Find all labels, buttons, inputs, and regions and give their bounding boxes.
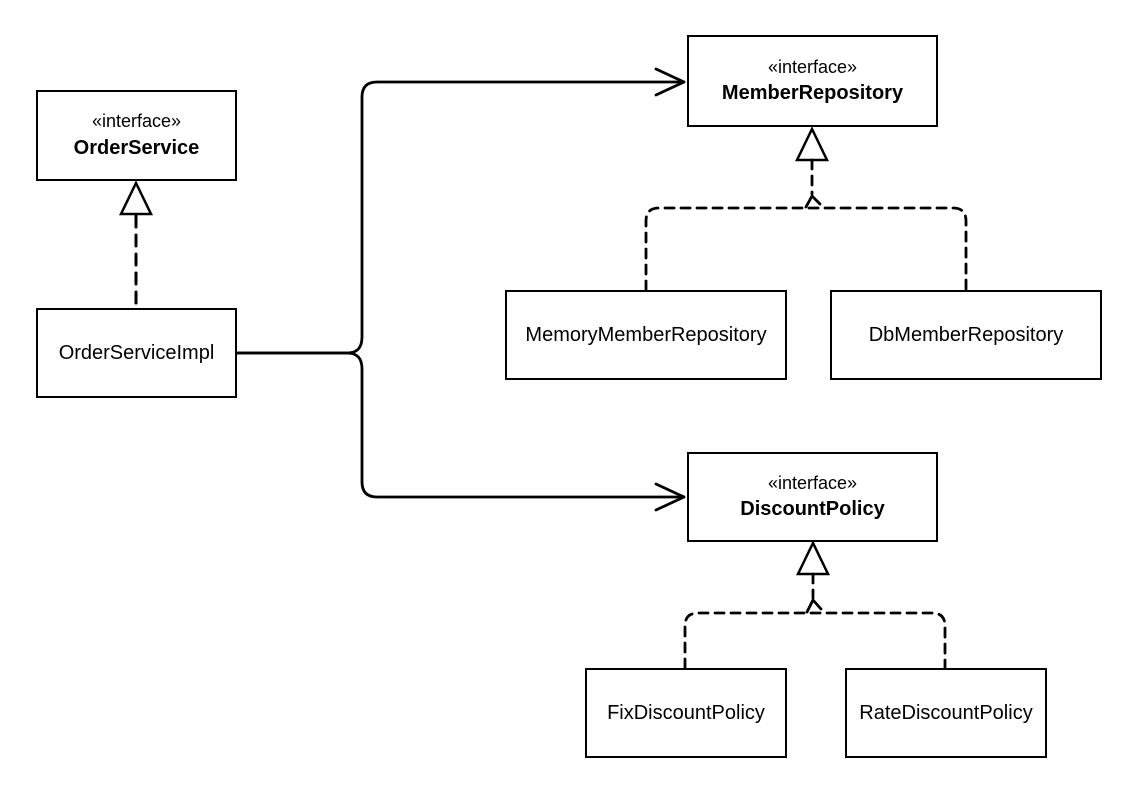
realization-tree-memberrepository xyxy=(644,126,968,292)
open-arrowhead-icon xyxy=(654,67,686,97)
class-name-label: DiscountPolicy xyxy=(740,498,885,521)
junction-curl-icon xyxy=(805,598,823,614)
dependency-edge-orderserviceimpl-discountpolicy xyxy=(235,351,686,512)
realization-edge-orderserviceimpl-orderservice xyxy=(119,180,153,310)
realization-tree-discountpolicy xyxy=(683,540,947,670)
open-arrowhead-icon xyxy=(654,482,686,512)
class-box-rate-discount-policy: RateDiscountPolicy xyxy=(845,668,1047,758)
stereotype-label: «interface» xyxy=(91,111,182,132)
class-name-label: OrderService xyxy=(73,136,200,159)
class-box-discount-policy: «interface» DiscountPolicy xyxy=(687,452,938,542)
class-box-db-member-repository: DbMemberRepository xyxy=(830,290,1102,380)
class-name-label: FixDiscountPolicy xyxy=(607,702,765,724)
class-box-order-service: «interface» OrderService xyxy=(36,90,237,181)
junction-curl-icon xyxy=(804,194,822,209)
class-box-member-repository: «interface» MemberRepository xyxy=(687,35,938,127)
class-name-label: OrderServiceImpl xyxy=(58,342,215,364)
class-box-order-service-impl: OrderServiceImpl xyxy=(36,308,237,398)
class-name-label: MemberRepository xyxy=(721,82,904,105)
class-box-memory-member-repository: MemoryMemberRepository xyxy=(505,290,787,380)
class-name-label: MemoryMemberRepository xyxy=(525,324,767,346)
stereotype-label: «interface» xyxy=(767,472,858,493)
class-box-fix-discount-policy: FixDiscountPolicy xyxy=(585,668,787,758)
stereotype-label: «interface» xyxy=(767,56,858,77)
class-name-label: DbMemberRepository xyxy=(868,324,1064,346)
class-name-label: RateDiscountPolicy xyxy=(859,702,1033,724)
